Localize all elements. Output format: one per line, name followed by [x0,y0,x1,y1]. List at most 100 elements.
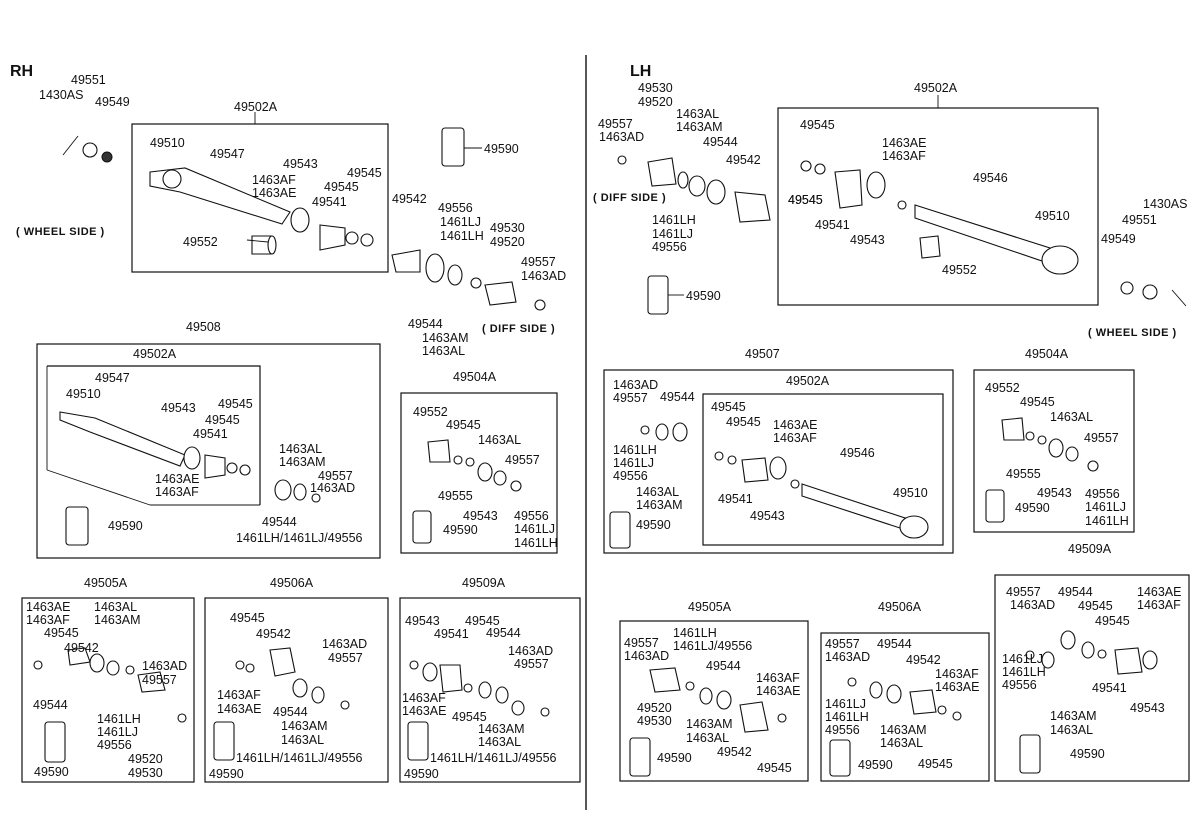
rh-top-labels: 49551 1430AS 49549 49510 49547 49543 146… [39,73,566,358]
lh-top-labels: 49530 49520 49557 1463AD 1463AL 1463AM 4… [598,81,1187,303]
svg-text:1463AE: 1463AE [882,136,926,150]
svg-text:1463AM: 1463AM [94,613,141,627]
svg-text:49547: 49547 [210,147,245,161]
svg-text:49557: 49557 [514,657,549,671]
svg-text:49543: 49543 [463,509,498,523]
svg-text:1463AF: 1463AF [935,667,979,681]
svg-text:1463AF: 1463AF [155,485,199,499]
svg-text:1463AD: 1463AD [310,481,355,495]
svg-text:1461LH: 1461LH [97,712,141,726]
lh-49505A-group: 49505A 49557 1463AD 1461LH 1461LJ/49556 … [619,600,809,782]
svg-text:1463AF: 1463AF [882,149,926,163]
svg-text:49556: 49556 [1002,678,1037,692]
svg-text:49557: 49557 [318,469,353,483]
svg-text:1463AE: 1463AE [402,704,446,718]
svg-text:49543: 49543 [750,509,785,523]
svg-text:1463AM: 1463AM [279,455,326,469]
svg-text:1463AM: 1463AM [676,120,723,134]
svg-text:49556: 49556 [97,738,132,752]
svg-text:1463AD: 1463AD [613,378,658,392]
svg-text:49544: 49544 [262,515,297,529]
svg-text:49551: 49551 [1122,213,1157,227]
lh-49506A-group: 49506A 49557 1463AD 49544 49542 1463AF 1… [820,600,990,782]
svg-text:49545: 49545 [788,193,823,207]
svg-text:49590: 49590 [443,523,478,537]
svg-text:49545: 49545 [324,180,359,194]
svg-text:49545: 49545 [230,611,265,625]
svg-text:49555: 49555 [438,489,473,503]
svg-text:1463AM: 1463AM [281,719,328,733]
svg-text:49544: 49544 [1058,585,1093,599]
svg-text:49556: 49556 [825,723,860,737]
svg-text:1461LJ: 1461LJ [825,697,866,711]
lh-49504A-group: 49504A 49552 49545 1463AL 49557 49555 49… [973,347,1135,533]
svg-text:49552: 49552 [985,381,1020,395]
svg-text:49590: 49590 [404,767,439,781]
svg-text:49530: 49530 [637,714,672,728]
svg-text:49551: 49551 [71,73,106,87]
rh-49505A-group: 49505A 1463AE 1463AF 1463AL 1463AM 49545… [21,576,195,783]
svg-text:49556: 49556 [1085,487,1120,501]
svg-text:1430AS: 1430AS [1143,197,1187,211]
svg-text:1461LH: 1461LH [514,536,558,550]
svg-text:1461LH: 1461LH [825,710,869,724]
svg-text:49520: 49520 [637,701,672,715]
svg-text:1463AM: 1463AM [686,717,733,731]
svg-text:49547: 49547 [95,371,130,385]
svg-text:49541: 49541 [1092,681,1127,695]
rh-49506A-group: 49506A 49545 49542 1463AD 49557 1463AF 1… [204,576,389,783]
svg-text:49557: 49557 [825,637,860,651]
svg-text:49557: 49557 [613,391,648,405]
lh-top-drawing [617,95,1187,315]
svg-text:49545: 49545 [1078,599,1113,613]
svg-text:49590: 49590 [34,765,69,779]
svg-text:49510: 49510 [893,486,928,500]
svg-text:1463AE: 1463AE [26,600,70,614]
svg-text:1463AF: 1463AF [756,671,800,685]
svg-text:49557: 49557 [1006,585,1041,599]
svg-text:49545: 49545 [465,614,500,628]
svg-text:49508: 49508 [186,320,221,334]
svg-text:1463AD: 1463AD [599,130,644,144]
svg-text:1463AM: 1463AM [1050,709,1097,723]
svg-text:49530: 49530 [128,766,163,780]
svg-text:49541: 49541 [193,427,228,441]
svg-text:1461LH/1461LJ/49556: 1461LH/1461LJ/49556 [430,751,557,765]
svg-text:1463AL: 1463AL [94,600,137,614]
svg-text:49545: 49545 [726,415,761,429]
rh-49508-group: 49508 49502A 49547 49510 49543 49545 495… [36,320,381,559]
svg-text:49552: 49552 [183,235,218,249]
svg-text:49556: 49556 [438,201,473,215]
svg-text:49543: 49543 [850,233,885,247]
svg-text:1461LJ: 1461LJ [97,725,138,739]
svg-text:1461LJ: 1461LJ [1085,500,1126,514]
svg-text:1461LH/1461LJ/49556: 1461LH/1461LJ/49556 [236,531,363,545]
svg-text:1463AL: 1463AL [422,344,465,358]
svg-text:1463AL: 1463AL [281,733,324,747]
svg-text:1463AF: 1463AF [1137,598,1181,612]
svg-text:1463AL: 1463AL [880,736,923,750]
svg-text:1463AE: 1463AE [935,680,979,694]
svg-text:1463AE: 1463AE [756,684,800,698]
svg-text:1461LH: 1461LH [613,443,657,457]
wheel-side-note-rh: ( WHEEL SIDE ) [16,226,105,238]
svg-text:1463AE: 1463AE [217,702,261,716]
diff-side-note-rh: ( DIFF SIDE ) [482,323,555,335]
lh-main-frame [777,107,1099,306]
svg-text:49543: 49543 [283,157,318,171]
svg-text:49557: 49557 [142,673,177,687]
svg-text:49542: 49542 [256,627,291,641]
svg-text:49557: 49557 [598,117,633,131]
svg-text:1463AE: 1463AE [155,472,199,486]
svg-text:49552: 49552 [413,405,448,419]
svg-text:49510: 49510 [150,136,185,150]
svg-text:49506A: 49506A [270,576,314,590]
svg-text:49555: 49555 [1006,467,1041,481]
svg-text:49557: 49557 [624,636,659,650]
svg-text:1461LH: 1461LH [652,213,696,227]
svg-text:49545: 49545 [711,400,746,414]
svg-text:49544: 49544 [703,135,738,149]
svg-text:49545: 49545 [1020,395,1055,409]
svg-text:49509A: 49509A [1068,542,1112,556]
